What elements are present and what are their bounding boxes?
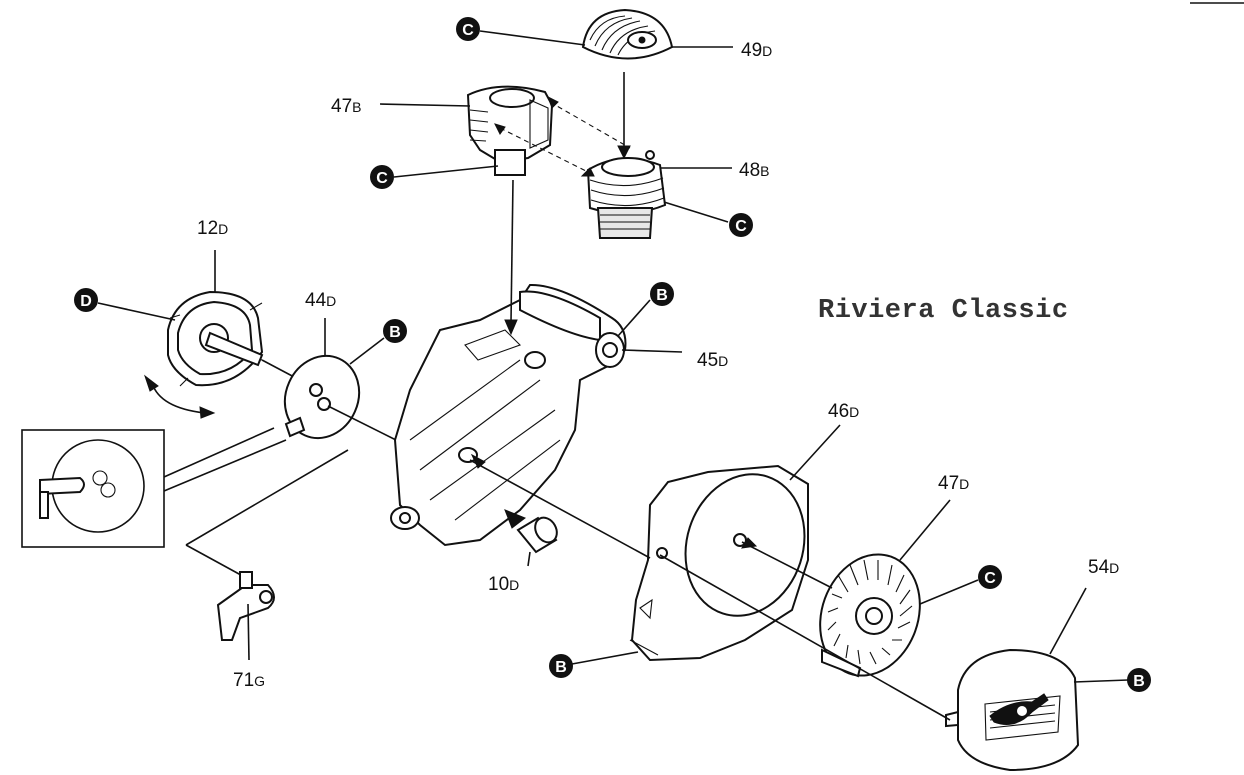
part-44d-disc: [283, 354, 361, 440]
badge-b-shroud: B: [549, 654, 573, 678]
svg-text:C: C: [376, 170, 388, 187]
svg-text:B: B: [656, 287, 668, 304]
part-49d-head-cap: [581, 8, 674, 60]
part-47d-fan: [819, 553, 921, 678]
svg-text:C: C: [984, 570, 996, 587]
detail-inset: [21, 427, 287, 548]
part-46d-shroud: [629, 464, 809, 662]
callout-12d: 12D: [197, 218, 228, 239]
rotation-arrow: [144, 374, 216, 419]
badge-b-disc: B: [383, 319, 407, 343]
callout-47b: 47B: [331, 96, 361, 117]
callout-47d: 47D: [938, 473, 969, 494]
part-45d-crankcase: [390, 283, 627, 547]
callout-49d: 49D: [741, 40, 772, 61]
svg-text:B: B: [555, 659, 567, 676]
callout-48b: 48B: [739, 160, 769, 181]
callout-46d: 46D: [828, 401, 859, 422]
callout-71g: 71G: [233, 670, 265, 691]
assembly-arrows: [469, 72, 951, 721]
badge-c-top: C: [456, 17, 480, 41]
callout-44d: 44D: [305, 290, 336, 311]
badge-c-mid: C: [370, 165, 394, 189]
badge-b-cover: B: [1127, 668, 1151, 692]
part-12d-cover: [167, 290, 297, 387]
badge-c-right: C: [729, 213, 753, 237]
badge-c-fan: C: [978, 565, 1002, 589]
badge-b-crankcase: B: [650, 282, 674, 306]
part-48b-cylinder-half: [586, 150, 667, 239]
svg-text:C: C: [462, 22, 474, 39]
svg-text:B: B: [389, 324, 401, 341]
leader-lines: [97, 30, 1129, 683]
model-title: Riviera Classic: [818, 296, 1069, 326]
svg-text:D: D: [80, 293, 92, 310]
axis-line: [261, 359, 297, 379]
svg-text:B: B: [1133, 673, 1145, 690]
badge-d: D: [74, 288, 98, 312]
part-71g-link: [185, 449, 349, 661]
axis-line: [327, 405, 399, 442]
callout-45d: 45D: [697, 350, 728, 371]
part-10d-plug: [516, 516, 558, 567]
part-54d-cover: [945, 648, 1080, 772]
callout-54d: 54D: [1088, 557, 1119, 578]
callout-10d: 10D: [488, 574, 519, 595]
svg-text:C: C: [735, 218, 747, 235]
part-47b-cylinder-half: [466, 85, 554, 176]
